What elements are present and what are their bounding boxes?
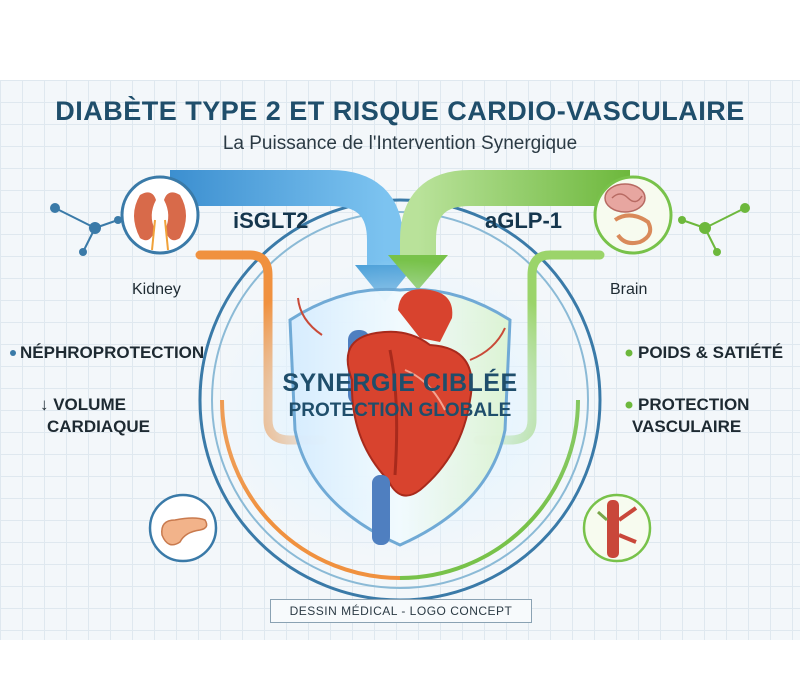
brain-gut-icon — [593, 175, 673, 255]
vessel-icon — [582, 493, 652, 563]
page-title: DIABÈTE TYPE 2 ET RISQUE CARDIO-VASCULAI… — [55, 96, 745, 126]
isglt2-label: iSGLT2 — [233, 208, 309, 233]
vascular-protection-line2: VASCULAIRE — [632, 417, 742, 436]
nephroprotection-label: NÉPHROPROTECTION — [20, 343, 205, 362]
molecule-icon — [678, 203, 750, 256]
volume-label-line2: CARDIAQUE — [47, 417, 150, 436]
kidney-icon — [120, 175, 200, 255]
page-subtitle: La Puissance de l'Intervention Synergiqu… — [222, 133, 578, 154]
brain-label: Brain — [610, 281, 648, 298]
global-protection-title: PROTECTION GLOBALE — [288, 400, 512, 421]
kidney-label: Kidney — [132, 281, 181, 298]
infographic-poster: DIABÈTE TYPE 2 ET RISQUE CARDIO-VASCULAI… — [0, 80, 800, 640]
footer-banner: DESSIN MÉDICAL - LOGO CONCEPT — [270, 599, 532, 623]
pancreas-icon — [148, 493, 218, 563]
aglp1-label: aGLP-1 — [485, 208, 563, 233]
heart-icon — [297, 289, 506, 545]
vascular-protection-line1: PROTECTION — [638, 395, 750, 414]
volume-label-line1: ↓ VOLUME — [40, 395, 126, 414]
weight-satiety-label: POIDS & SATIÉTÉ — [638, 343, 784, 362]
synergy-title: SYNERGIE CIBLÉE — [282, 369, 518, 397]
molecule-icon — [50, 203, 122, 256]
diagram-art — [10, 170, 750, 602]
